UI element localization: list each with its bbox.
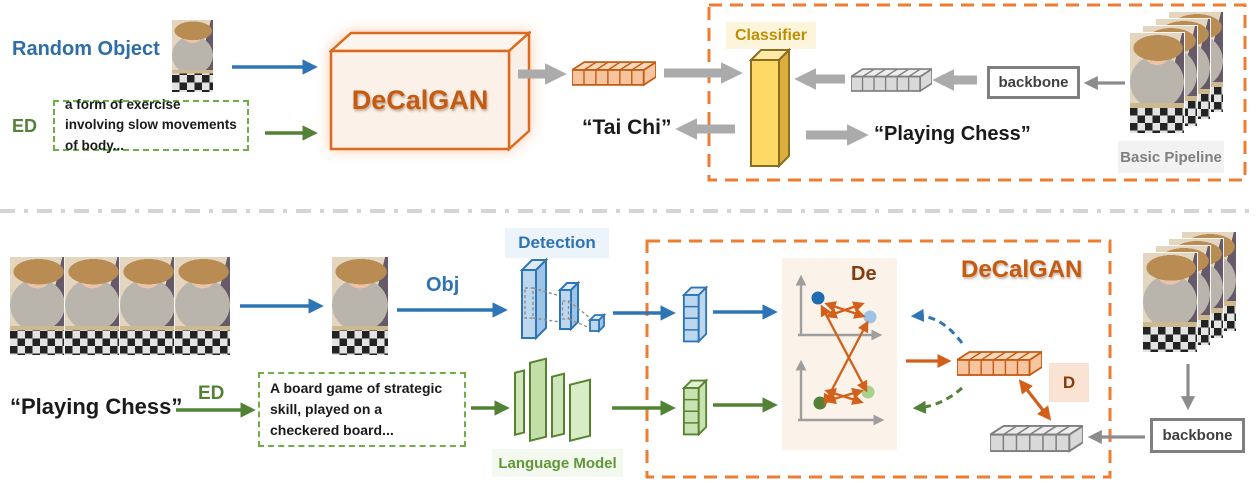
- detection-label: Detection: [505, 228, 609, 258]
- tai-chi-output-label: “Tai Chi”: [582, 116, 672, 139]
- classifier-bar: [749, 48, 791, 169]
- ed-label-bottom: ED: [198, 383, 225, 404]
- object-generated-point: [863, 310, 877, 324]
- language-feature-vector: [682, 378, 708, 437]
- decorrelation-arrows: [820, 301, 869, 406]
- obj-label: Obj: [426, 274, 460, 296]
- video-frame: [1129, 32, 1185, 134]
- classifier-label: Classifier: [726, 22, 816, 49]
- ed-description-box-top: a form of exercise involving slow moveme…: [53, 97, 249, 153]
- ed-label-top: ED: [12, 116, 38, 136]
- ed-description-text-bottom: A board game of strategic skill, played …: [270, 380, 443, 438]
- backbone-box-bottom: backbone: [1150, 418, 1245, 453]
- decalgan-generator-box: [329, 31, 531, 152]
- detection-network-icon: [519, 257, 607, 341]
- language-model-icon: [512, 350, 604, 448]
- ed-description-box-bottom: A board game of strategic skill, played …: [258, 372, 466, 447]
- sampled-frame-image: [331, 256, 389, 356]
- basic-pipeline-caption: Basic Pipeline: [1118, 141, 1224, 173]
- playing-chess-input-label: “Playing Chess”: [10, 394, 183, 419]
- video-frame: [174, 256, 231, 356]
- object-feature-vector: [682, 285, 708, 344]
- decalgan-title-bottom: DeCalGAN: [961, 256, 1083, 283]
- generated-feature-vector-top: [572, 60, 656, 87]
- decorrelation-plots: [795, 274, 885, 426]
- object-real-point: [811, 291, 825, 305]
- backbone-label-top: backbone: [998, 74, 1069, 91]
- video-frame: [64, 256, 121, 356]
- video-frame: [119, 256, 176, 356]
- playing-chess-output-label: “Playing Chess”: [874, 123, 1031, 145]
- language-model-label: Language Model: [492, 449, 623, 477]
- arrow-generated-to-objplot-dashed: [910, 308, 964, 344]
- discriminator-label: D: [1049, 363, 1089, 402]
- decalgan-generator-label: DeCalGAN: [351, 84, 489, 115]
- real-feature-vector-top: [851, 66, 932, 94]
- backbone-box-top: backbone: [987, 66, 1080, 99]
- ed-description-text-top: a form of exercise involving slow moveme…: [65, 97, 237, 153]
- real-feature-vector-bottom: [990, 424, 1083, 453]
- video-frame: [9, 256, 66, 356]
- generated-feature-vector-bottom: [957, 349, 1042, 378]
- arrow-discriminator-double: [1018, 379, 1052, 421]
- language-real-point: [813, 396, 827, 410]
- random-object-label: Random Object: [12, 38, 160, 60]
- video-frame: [1142, 252, 1198, 353]
- decorrelation-label: De: [851, 263, 877, 285]
- backbone-label-bottom: backbone: [1162, 427, 1233, 444]
- arrow-generated-to-langplot-dashed: [912, 386, 963, 414]
- random-object-frame-image: [171, 19, 214, 93]
- scatter-axes: [795, 274, 885, 426]
